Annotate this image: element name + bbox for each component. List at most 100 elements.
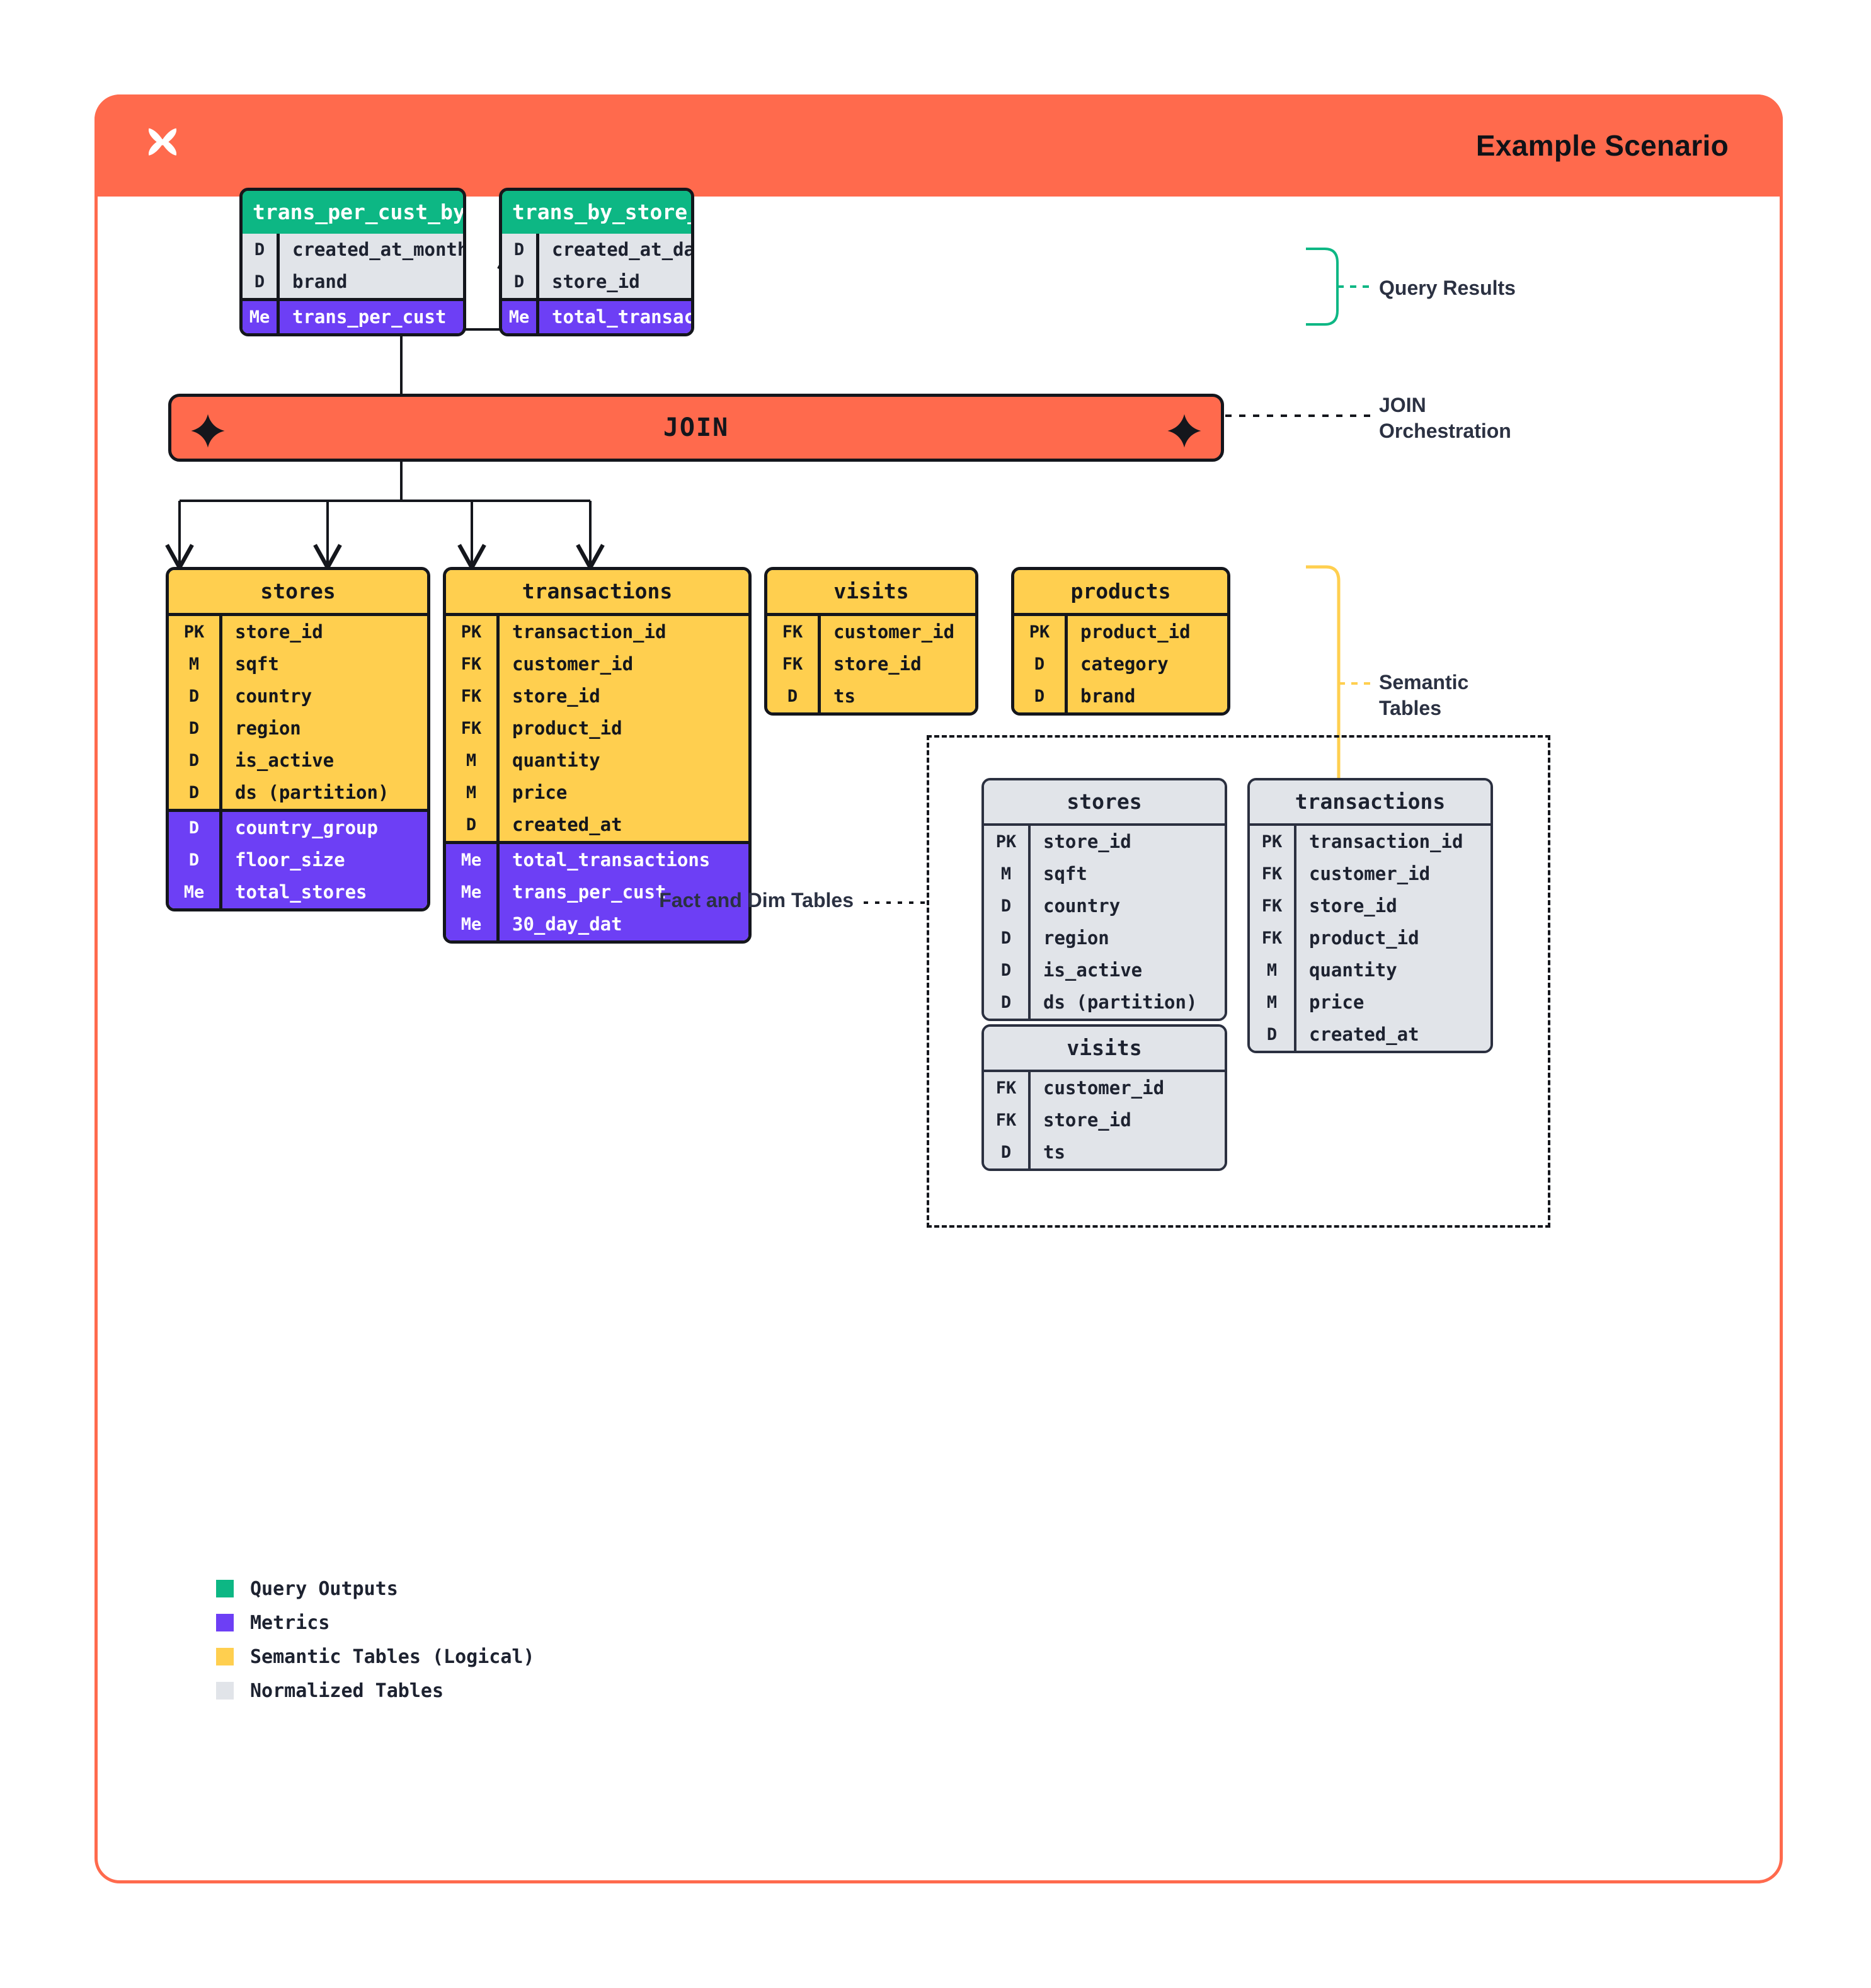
row-key: D xyxy=(188,719,200,738)
row-key: PK xyxy=(461,622,482,642)
query-result-table-1[interactable]: trans_by_store_day D created_at_day D st… xyxy=(499,188,694,336)
semantic-annotation-line1: Semantic xyxy=(1379,671,1469,694)
table-title: visits xyxy=(767,570,975,613)
table-title: trans_per_cust_by_brand_month xyxy=(243,191,463,234)
row-field: store_id xyxy=(536,266,691,298)
row-key: D xyxy=(254,240,265,260)
legend: Query Outputs Metrics Semantic Tables (L… xyxy=(216,1572,535,1708)
row-key: D xyxy=(513,240,525,260)
table-title: transactions xyxy=(1250,780,1491,823)
metric-segment: Me total_transactions xyxy=(502,298,691,333)
semantic-annotation-line2: Tables xyxy=(1379,696,1441,719)
row-key: FK xyxy=(1261,864,1283,884)
sparkle-icon-right xyxy=(1167,414,1201,448)
table-row: D store_id xyxy=(502,266,691,298)
legend-swatch-query-outputs xyxy=(216,1580,234,1597)
row-key: D xyxy=(1034,654,1045,674)
dimension-segment: D created_at_day D store_id xyxy=(502,234,691,298)
row-key: D xyxy=(1000,993,1012,1012)
x-mark-logo-icon xyxy=(148,128,177,156)
row-field: created_at_day xyxy=(536,234,691,266)
row-field: trans_per_cust xyxy=(496,876,748,908)
row-field: store_id xyxy=(818,648,975,680)
row-field: sqft xyxy=(219,648,427,680)
row-field: ts xyxy=(818,680,975,712)
row-field: is_active xyxy=(219,745,427,777)
row-field: 30_day_dat xyxy=(496,908,748,940)
row-field: total_stores xyxy=(219,876,427,908)
row-key: D xyxy=(254,272,265,292)
row-key: M xyxy=(466,751,477,770)
row-key: Me xyxy=(461,883,482,902)
row-field: total_transactions xyxy=(496,844,748,876)
row-key: FK xyxy=(461,654,482,674)
card-header: Example Scenario xyxy=(94,94,1783,197)
row-key: M xyxy=(466,783,477,803)
semantic-tables-annotation: Semantic Tables xyxy=(1379,670,1468,721)
row-field: created_at xyxy=(496,809,748,841)
row-field: created_at_month xyxy=(277,234,463,266)
row-key: FK xyxy=(1261,928,1283,948)
join-orchestration-bar[interactable]: JOIN xyxy=(168,394,1224,462)
query-result-table-0[interactable]: trans_per_cust_by_brand_month D created_… xyxy=(239,188,466,336)
row-key: D xyxy=(188,850,200,870)
join-annotation-line1: JOIN xyxy=(1379,394,1426,416)
legend-item: Query Outputs xyxy=(216,1572,535,1606)
row-key: M xyxy=(1266,961,1278,980)
row-key: Me xyxy=(183,883,205,902)
row-key: FK xyxy=(461,687,482,706)
table-row: PK product_id xyxy=(1014,616,1227,648)
table-row: Me total_transactions xyxy=(502,301,691,333)
table-row: Me 30_day_dat xyxy=(446,908,748,940)
dimension-segment: D created_at_month D brand xyxy=(243,234,463,298)
row-key: D xyxy=(787,687,798,706)
row-key: PK xyxy=(1029,622,1050,642)
row-field: product_id xyxy=(1065,616,1227,648)
row-field: transaction_id xyxy=(1294,826,1491,858)
fact-dim-annotation-label: Fact and Dim Tables xyxy=(659,889,854,911)
row-key: D xyxy=(1034,687,1045,706)
page-title: Example Scenario xyxy=(1475,129,1729,162)
row-field: price xyxy=(496,777,748,809)
fact-dim-annotation: Fact and Dim Tables xyxy=(526,888,854,913)
table-row: Me trans_per_cust xyxy=(446,876,748,908)
table-title: products xyxy=(1014,570,1227,613)
table-row: D brand xyxy=(243,266,463,298)
legend-swatch-metrics xyxy=(216,1614,234,1631)
join-annotation-line2: Orchestration xyxy=(1379,419,1511,442)
row-key: Me xyxy=(508,307,530,327)
legend-label: Normalized Tables xyxy=(250,1679,444,1702)
row-key: FK xyxy=(995,1078,1017,1098)
row-field: store_id xyxy=(1028,1104,1225,1136)
row-key: Me xyxy=(461,915,482,934)
